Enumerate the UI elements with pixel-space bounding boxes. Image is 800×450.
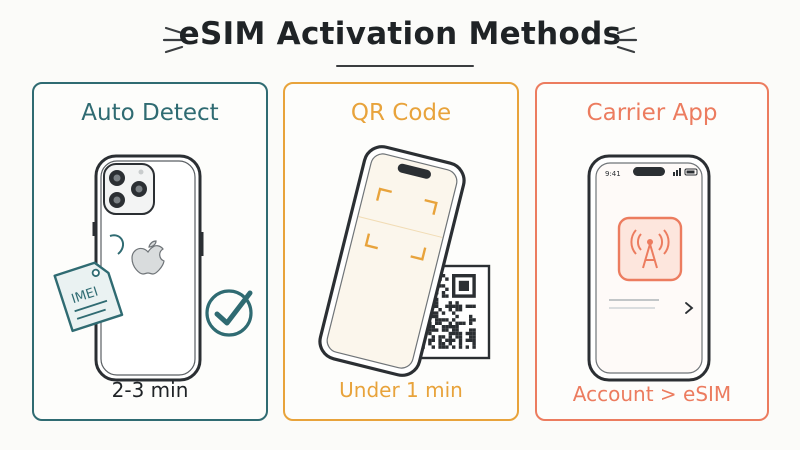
method-path: Account > eSIM — [572, 382, 732, 406]
imei-tag-icon: IMEI — [44, 232, 134, 346]
chevron-right-icon[interactable] — [683, 300, 695, 319]
title-underline — [336, 65, 474, 67]
method-duration: 2-3 min — [111, 378, 189, 402]
method-title: Auto Detect — [81, 100, 219, 126]
carrier-app-icon — [617, 216, 683, 286]
status-time: 9:41 — [605, 170, 621, 178]
method-card-auto-detect: Auto Detect IMEI — [32, 82, 268, 421]
method-card-carrier-app: Carrier App 9:41 — [535, 82, 769, 421]
phone-scanner-icon — [307, 136, 477, 390]
method-title: Carrier App — [586, 100, 718, 126]
method-card-qr-code: QR Code Under 1 min — [283, 82, 519, 421]
method-duration: Under 1 min — [339, 378, 463, 402]
page-title: eSIM Activation Methods — [178, 16, 622, 52]
iphone-back-icon — [92, 152, 204, 388]
method-title: QR Code — [350, 100, 452, 126]
checkmark-circle-icon — [202, 284, 258, 344]
title-decoration-right — [612, 24, 638, 58]
title-decoration-left — [162, 24, 188, 58]
